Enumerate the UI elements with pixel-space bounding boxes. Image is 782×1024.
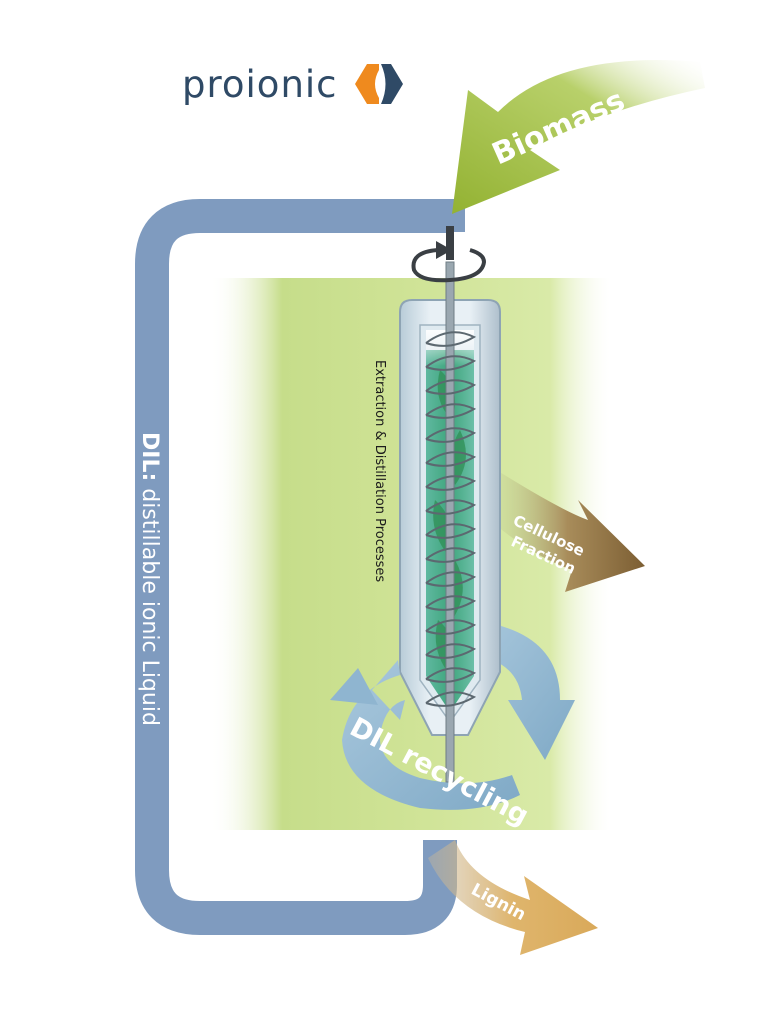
lignin-arrow — [428, 840, 598, 955]
lignin-label: Lignin — [468, 880, 529, 925]
helix-turn — [425, 571, 477, 587]
helix-turn — [425, 427, 477, 443]
helix-turn — [425, 547, 477, 563]
helix-turn — [425, 451, 477, 467]
cellulose-arrow — [490, 466, 645, 592]
dil-label-rest: distillable ionic Liquid — [137, 481, 162, 726]
helix-turn — [425, 691, 477, 707]
helix-turn — [425, 403, 477, 419]
helix-turn — [425, 643, 477, 659]
biomass-arrow — [452, 60, 705, 215]
brand-logo-group: proionic — [182, 62, 404, 106]
recycling-arrow-head — [330, 668, 378, 705]
stirrer-shaft — [445, 261, 455, 783]
helix-turn — [425, 523, 477, 539]
helix-turn — [425, 379, 477, 395]
helical-screw — [425, 331, 477, 707]
process-label: Extraction & Distillation Processes — [372, 360, 387, 582]
dil-label: DIL: distillable ionic Liquid — [137, 432, 162, 726]
helix-turn — [425, 475, 477, 491]
proionic-hexagon-logo — [354, 64, 403, 104]
helix-turn — [425, 499, 477, 515]
helix-turn — [425, 595, 477, 611]
recycling-arrow-left — [342, 660, 520, 810]
helix-turn — [425, 619, 477, 635]
brand-name: proionic — [182, 62, 338, 106]
biomass-label: Biomass — [487, 83, 630, 172]
helix-turn — [425, 667, 477, 683]
dil-label-bold: DIL: — [137, 432, 162, 481]
rotation-arrow-icon — [411, 226, 487, 283]
helix-turn — [425, 355, 477, 371]
recycling-label: DIL recycling — [345, 712, 534, 832]
dil-loop — [135, 199, 457, 935]
helix-turn — [425, 331, 477, 347]
